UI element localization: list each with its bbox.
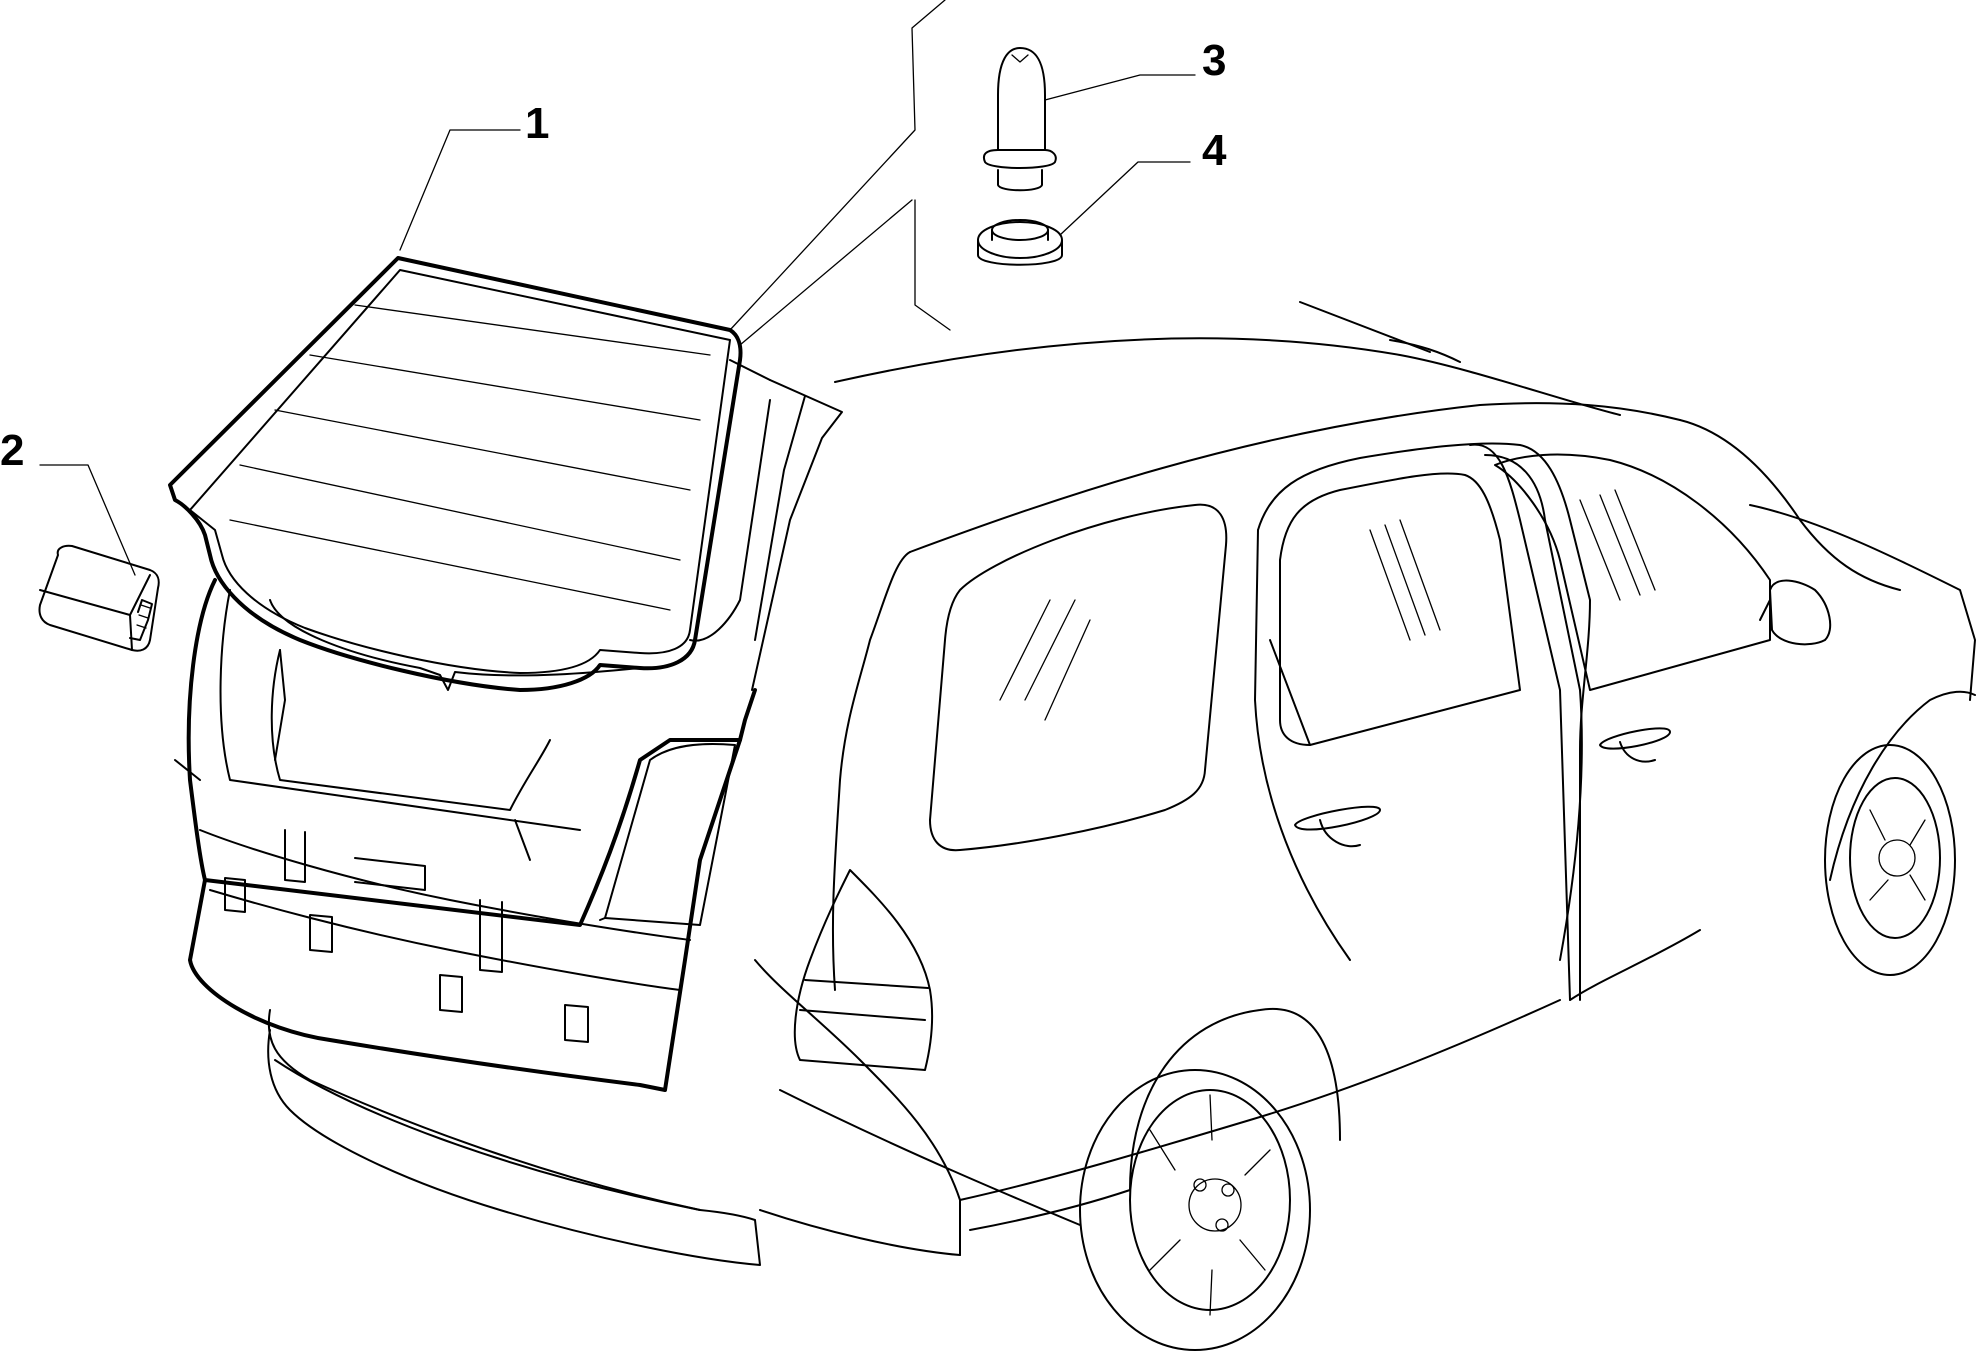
part-3-bulb	[982, 47, 1057, 192]
car-body	[751, 301, 1976, 1351]
callout-3: 3	[1202, 36, 1226, 85]
callout-4: 4	[1202, 126, 1227, 175]
callout-2: 2	[0, 426, 24, 475]
callout-1: 1	[525, 99, 549, 148]
callout-labels: 1 2 3 4	[0, 36, 1227, 475]
tailgate	[168, 256, 771, 1266]
leader-lines	[39, 0, 1196, 576]
part-2-lamp	[38, 544, 160, 652]
part-4-grommet	[977, 219, 1063, 266]
